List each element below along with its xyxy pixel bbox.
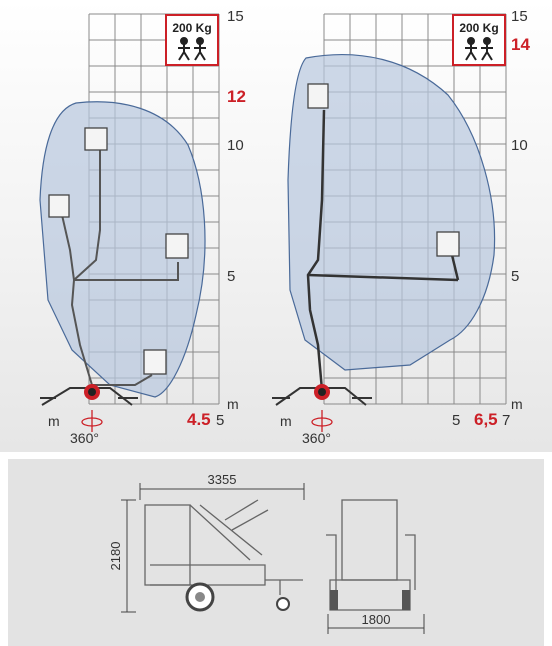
right-capacity-label: 200 Kg (459, 21, 498, 35)
side-view-trailer (144, 499, 303, 595)
left-max-height: 12 (227, 87, 246, 106)
right-baskets (307, 83, 460, 257)
left-ytick-10: 10 (227, 137, 244, 154)
right-working-diagram: 200 Kg 15 10 5 14 m m 360° 5 6,5 7 (272, 8, 530, 446)
left-unit-y: m (227, 396, 239, 412)
left-baskets (48, 127, 189, 375)
left-ytick-5: 5 (227, 268, 235, 285)
right-max-height: 14 (511, 35, 530, 54)
side-view-booms (189, 499, 269, 561)
left-rotation-icon (81, 410, 103, 432)
right-max-outreach: 6,5 (474, 410, 498, 429)
right-persons-icon (465, 37, 493, 61)
right-basket-top (307, 83, 329, 109)
left-unit-x: m (48, 413, 60, 429)
right-unit-x: m (280, 413, 292, 429)
front-view-wheel-left (330, 590, 338, 610)
side-view-basket (144, 504, 191, 586)
left-turntable-hub (88, 388, 96, 396)
front-view-chassis (329, 579, 411, 611)
front-view-mast (341, 499, 398, 581)
right-capacity-badge (452, 14, 506, 66)
right-unit-y: m (511, 396, 523, 412)
left-xtick-max: 5 (216, 412, 224, 429)
right-rotation-label: 360° (302, 430, 331, 446)
side-view-hub (195, 592, 205, 602)
right-basket-side (436, 231, 460, 257)
left-boom-back (61, 214, 75, 281)
right-ytick-10: 10 (511, 137, 528, 154)
right-xtick-mid: 5 (452, 412, 460, 429)
right-working-envelope (287, 54, 496, 371)
left-ytick-15: 15 (227, 8, 244, 25)
left-max-outreach: 4.5 (187, 410, 211, 429)
dimension-width: 1800 (362, 612, 391, 627)
right-xtick-max: 7 (502, 412, 510, 429)
left-boom-poses (61, 150, 179, 386)
left-boom-horizontal (74, 262, 179, 281)
left-working-envelope (39, 101, 206, 398)
right-ytick-15: 15 (511, 8, 528, 25)
dimension-height: 2180 (108, 542, 123, 571)
right-boom-jib (450, 254, 460, 281)
left-capacity-badge (165, 14, 219, 66)
right-boom-horizontal (307, 273, 459, 282)
left-basket-side (165, 233, 189, 259)
right-boom-poses (306, 109, 460, 391)
left-basket-low (143, 349, 167, 375)
side-view-jockey-wheel (276, 597, 290, 611)
right-turntable-hub (318, 388, 326, 396)
dimension-lines (121, 483, 425, 634)
left-basket-top (84, 127, 108, 151)
front-view-trailer (326, 499, 416, 611)
right-ytick-5: 5 (511, 268, 519, 285)
side-view-chassis (150, 564, 266, 586)
front-view-wheel-right (402, 590, 410, 610)
dimensions-panel (8, 459, 544, 646)
dimension-length: 3355 (208, 472, 237, 487)
left-boom-low (92, 374, 153, 386)
left-basket-back (48, 194, 70, 218)
dimension-drawings: 3355 2180 1800 (108, 472, 425, 634)
left-working-diagram: 200 Kg 15 10 5 12 m m 360° 4.5 5 (39, 8, 246, 446)
left-rotation-label: 360° (70, 430, 99, 446)
right-rotation-icon (311, 410, 333, 432)
left-persons-icon (178, 37, 206, 61)
left-capacity-label: 200 Kg (172, 21, 211, 35)
front-view-outriggers (326, 534, 416, 590)
